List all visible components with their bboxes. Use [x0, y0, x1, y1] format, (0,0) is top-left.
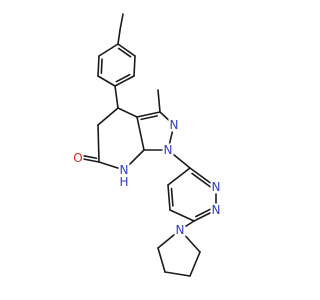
bond-c3-me: [157, 89, 161, 113]
atom-label-nh-hydrogen: H: [119, 175, 128, 189]
atom-label-background: [168, 118, 180, 132]
atom-label-background: [210, 180, 222, 194]
bond-c7a-c3a: [136, 116, 145, 151]
atom-label-pyrazole-n1: N: [164, 143, 173, 157]
bond-py2-py3: [164, 271, 191, 277]
atom-label-pyridazine-n2: N: [212, 203, 221, 217]
atom-label-oxygen: O: [73, 151, 82, 165]
bond-c5-c4: [97, 107, 119, 126]
atom-label-background: [118, 163, 130, 177]
atom-label-pyrazole-n2: N: [170, 118, 179, 132]
bond-pd4-pd5: [169, 209, 195, 222]
bond-ph5-ph6-second: [100, 58, 103, 74]
atom-label-background: [210, 203, 222, 217]
atom-label-background: [72, 151, 84, 165]
bond-etch2-ph1: [117, 29, 121, 45]
bond-ph4-ph5: [97, 75, 116, 87]
bond-c6-c5: [97, 124, 100, 163]
bond-ph1-ph2: [117, 43, 136, 57]
bond-c3a-c3: [136, 111, 161, 118]
bond-c6-o-second: [80, 154, 98, 160]
bond-ph5-ph6: [97, 55, 100, 77]
atom-label-layer: O N H N N N N N: [72, 118, 222, 237]
bond-layer: [77, 13, 217, 277]
bond-ph6-ph1: [98, 43, 119, 57]
bond-ph3-ph4: [114, 75, 135, 87]
bond-pd5-pd6-second: [170, 187, 174, 207]
atom-label-pyrrolidine-nitrogen: N: [176, 223, 185, 237]
atom-label-background: [118, 175, 130, 189]
bond-ph4-c4: [114, 85, 119, 109]
atom-label-pyridazine-n1: N: [212, 180, 221, 194]
bond-c3a-c3-second: [140, 115, 159, 121]
bond-pd6-pd1: [167, 167, 191, 186]
bond-pd5-pd6: [167, 184, 171, 211]
bond-etch3-etch2: [119, 13, 124, 31]
bond-pdn2-pd4-second: [195, 207, 213, 218]
bond-ph2-ph3: [133, 55, 136, 77]
bond-ph1-ph2-second: [117, 47, 132, 58]
atom-label-background: [174, 223, 186, 237]
atom-label-background: [162, 143, 174, 157]
atom-label-nh-nitrogen: N: [120, 163, 129, 177]
bond-c4-c3a: [117, 107, 138, 118]
bond-ph3-ph4-second: [115, 73, 131, 83]
molecule-structure: O N H N N N N N: [72, 13, 222, 277]
bond-py1-py2: [157, 247, 166, 273]
bond-py3-py4: [189, 251, 201, 277]
bond-pd1-pdn1-second: [191, 172, 212, 188]
